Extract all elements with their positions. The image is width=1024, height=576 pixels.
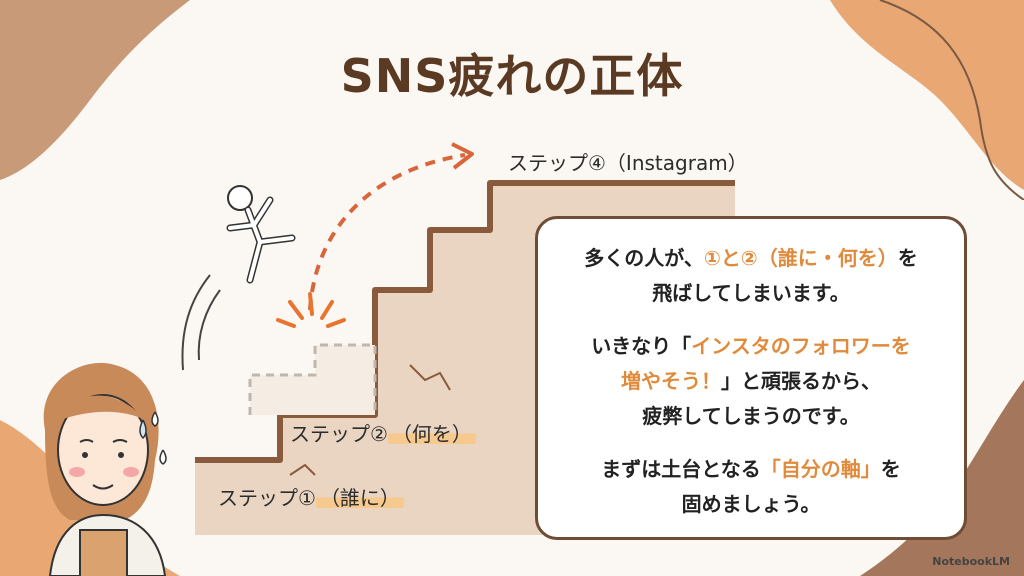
card-paragraph-1: 多くの人が、①と②（誰に・何を）を 飛ばしてしまいます。: [538, 241, 964, 311]
p1-text-c: を: [897, 246, 918, 270]
card-paragraph-2: いきなり「インスタのフォロワーを 増やそう！」と頑張るから、 疲弊してしまうので…: [538, 329, 964, 434]
impact-burst-icon: [276, 292, 346, 328]
corner-blob-bottom-right: [860, 380, 1024, 576]
falling-person-icon: [226, 185, 296, 284]
p2-text-e: 疲弊してしまうのです。: [642, 404, 860, 428]
step1-prefix: ステップ①: [218, 486, 316, 510]
message-card: 多くの人が、①と②（誰に・何を）を 飛ばしてしまいます。 いきなり「インスタのフ…: [535, 216, 967, 540]
sweat-drops-icon: [151, 411, 167, 465]
worried-woman-avatar: [43, 362, 167, 576]
step2-label: ステップ②（何を）: [290, 418, 476, 447]
p1-accent: ①と②（誰に・何を）: [703, 246, 898, 270]
step2-prefix: ステップ②: [290, 422, 388, 446]
step1-label: ステップ①（誰に）: [218, 482, 404, 511]
brand-label: NotebookLM: [932, 555, 1010, 568]
p2-accent-2: 増やそう！: [621, 369, 721, 393]
p3-text-a: まずは土台となる: [601, 457, 761, 481]
corner-blob-bottom-left: [0, 420, 180, 576]
corner-blob-top-left: [0, 0, 190, 180]
p2-text-a: いきなり「: [591, 334, 692, 358]
fall-motion-lines: [181, 274, 221, 371]
corner-blob-top-right: [830, 0, 1024, 200]
step2-highlight: （何を）: [387, 422, 476, 446]
p3-accent: 「自分の軸」: [760, 457, 881, 481]
jump-arrow: [308, 142, 474, 311]
p2-accent-1: インスタのフォロワーを: [691, 334, 911, 358]
step1-highlight: （誰に）: [315, 486, 404, 510]
p1-text-d: 飛ばしてしまいます。: [652, 281, 850, 305]
page-title: SNS疲れの正体: [340, 49, 684, 103]
p2-text-d: 」と頑張るから、: [721, 369, 881, 393]
p1-text-a: 多くの人が、: [584, 246, 704, 270]
step4-label: ステップ④（Instagram）: [508, 151, 748, 175]
p3-text-c: を: [880, 457, 901, 481]
p3-text-d: 固めましょう。: [681, 492, 821, 516]
card-paragraph-3: まずは土台となる「自分の軸」を 固めましょう。: [538, 452, 964, 522]
